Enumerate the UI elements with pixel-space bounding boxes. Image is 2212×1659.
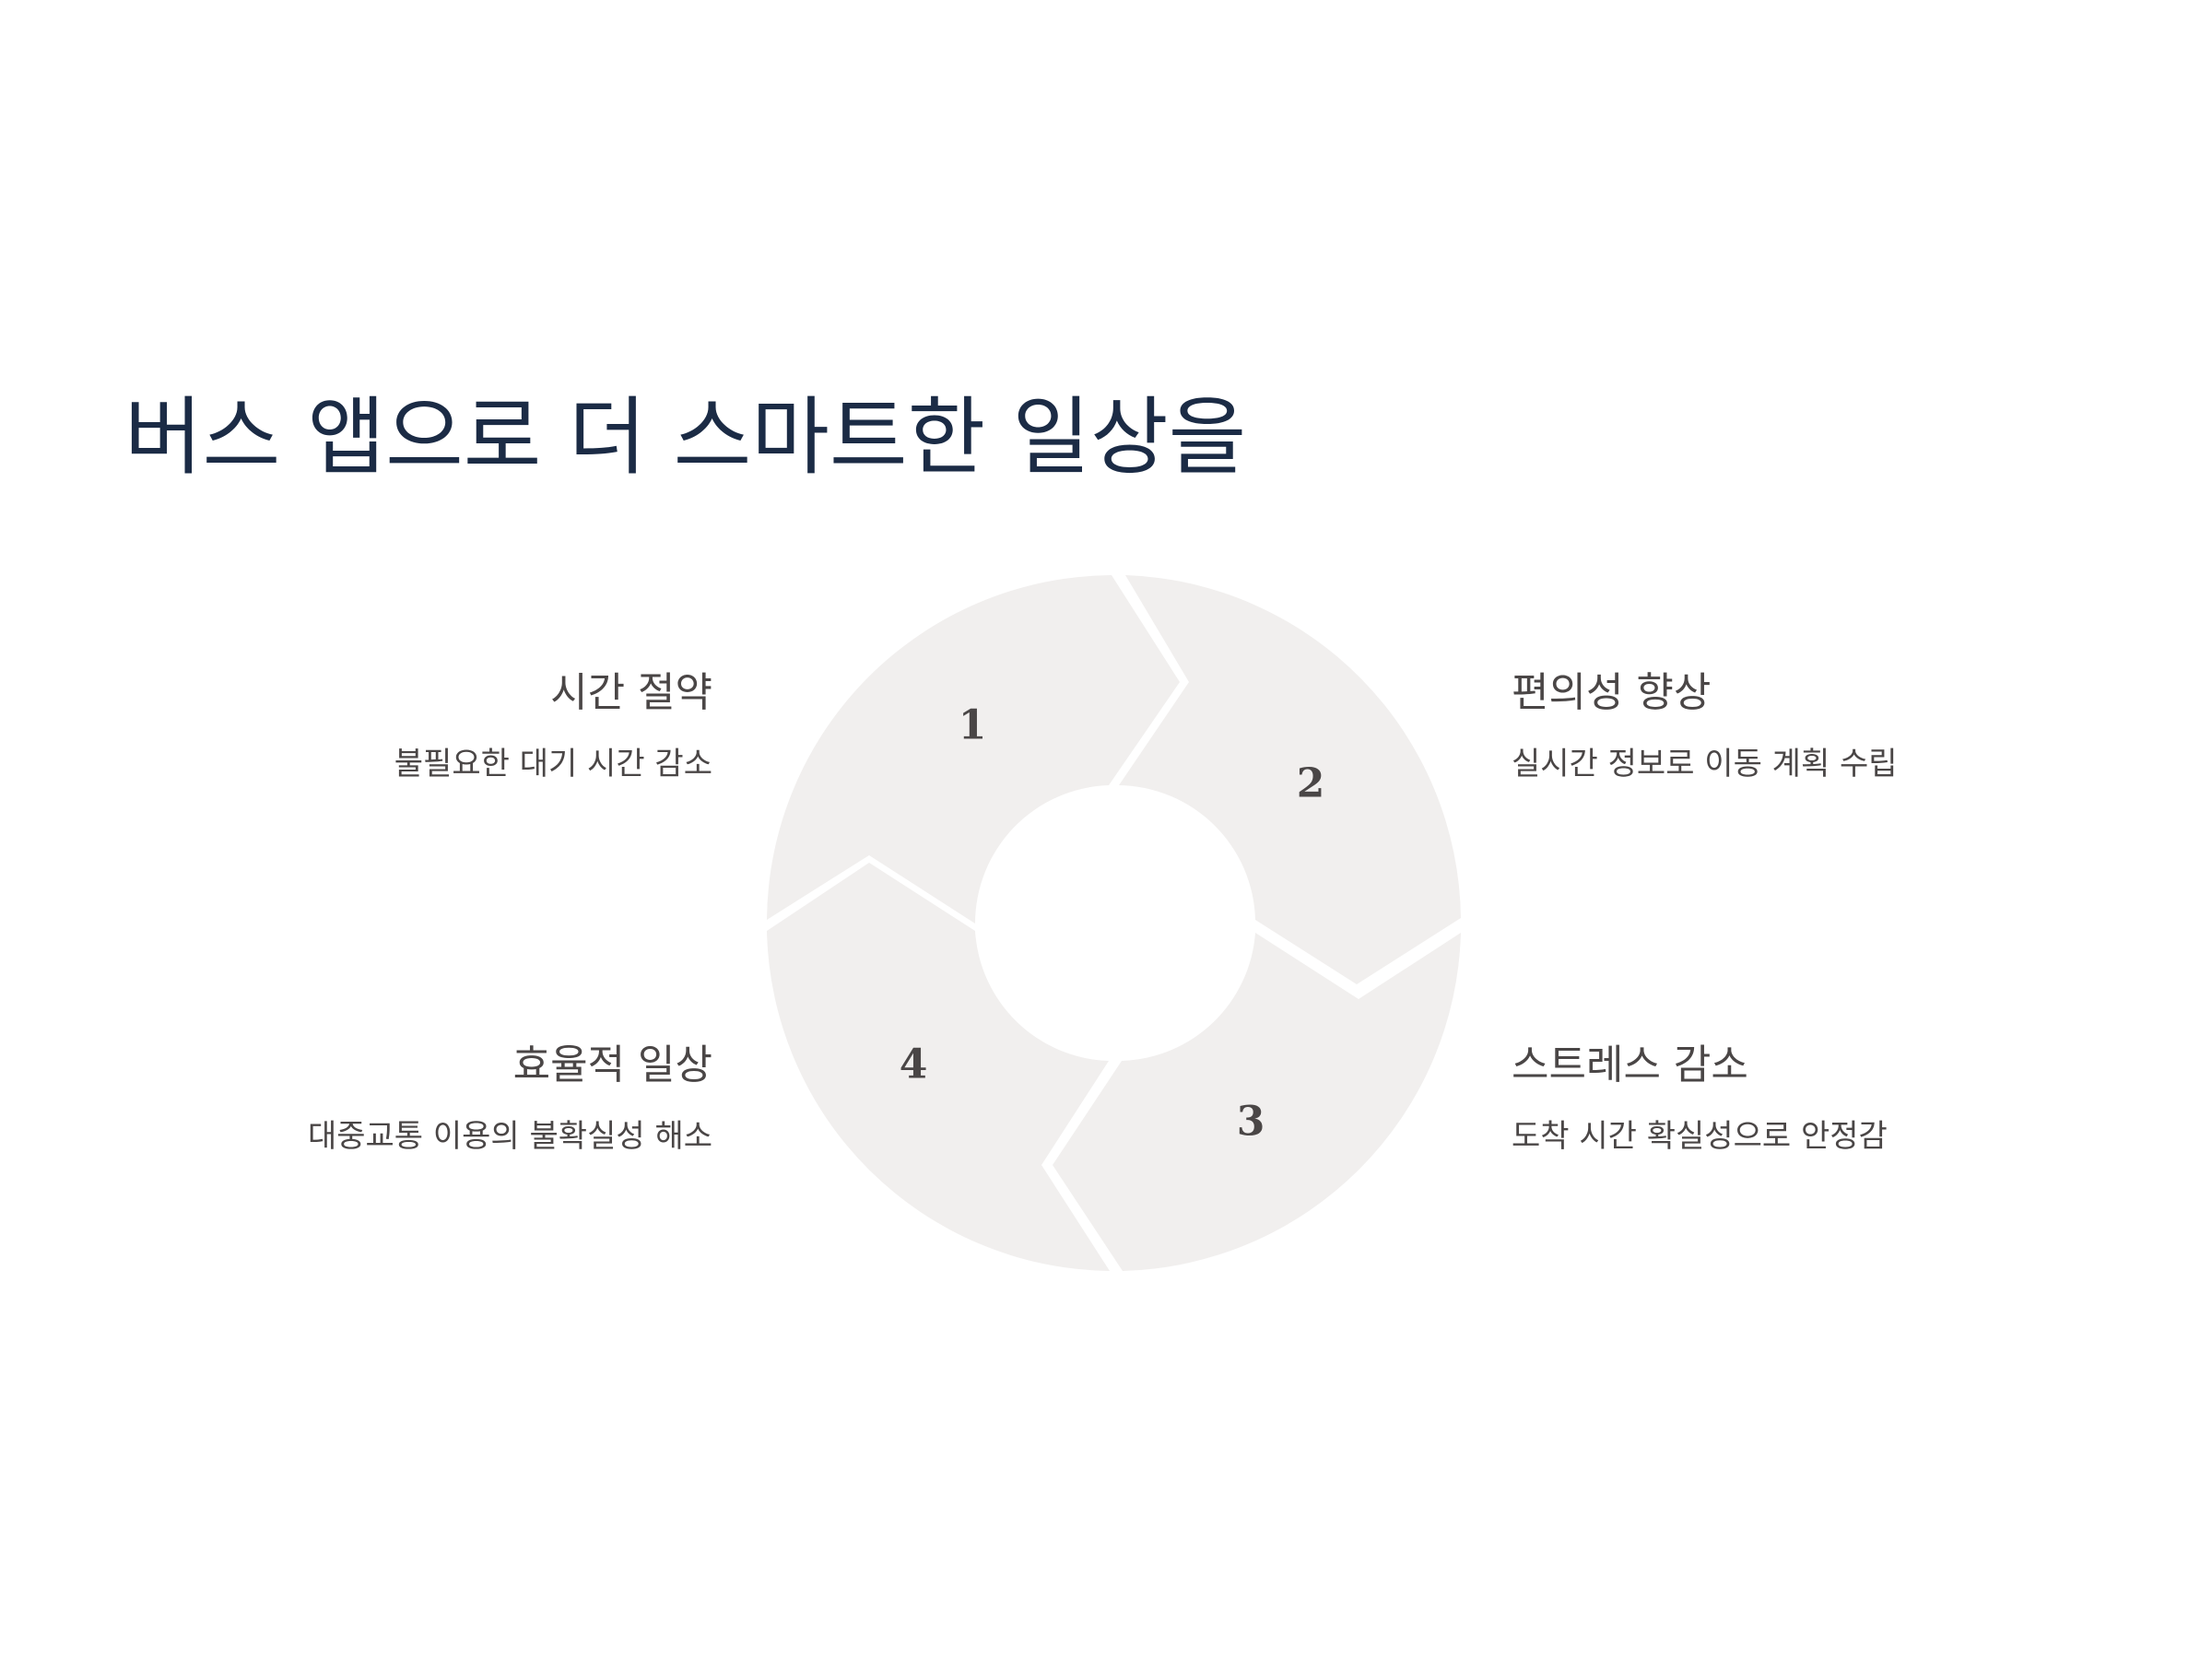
step-number-3: 3: [1237, 1099, 1265, 1146]
cycle-segment-4: [767, 863, 1110, 1271]
step-title-2: 편의성 향상: [1512, 669, 1712, 716]
step-description-3: 도착 시간 확실성으로 안정감: [1512, 1117, 1888, 1155]
step-item-3: 스트레스 감소 도착 시간 확실성으로 안정감: [1512, 1041, 2028, 1156]
step-title-4: 효율적 일상: [512, 1041, 712, 1088]
step-item-4: 효율적 일상 대중교통 이용의 불확실성 해소: [196, 1041, 712, 1156]
step-number-1: 1: [959, 702, 987, 749]
cycle-segment-3: [1053, 933, 1461, 1271]
cycle-segments: [767, 575, 1461, 1271]
step-description-4: 대중교통 이용의 불확실성 해소: [307, 1117, 712, 1155]
cycle-segment-1: [767, 575, 1180, 924]
step-description-2: 실시간 정보로 이동 계획 수립: [1512, 745, 1898, 782]
step-number-2: 2: [1297, 760, 1325, 807]
step-item-2: 편의성 향상 실시간 정보로 이동 계획 수립: [1512, 669, 2028, 783]
page-title: 버스 앱으로 더 스마트한 일상을: [124, 388, 1247, 487]
step-title-3: 스트레스 감소: [1512, 1041, 1748, 1088]
step-number-4: 4: [900, 1041, 928, 1088]
step-title-1: 시간 절약: [550, 669, 712, 716]
cycle-numbers: 1 2 3 4: [900, 702, 1325, 1146]
step-description-1: 불필요한 대기 시간 감소: [394, 745, 712, 782]
step-item-1: 시간 절약 불필요한 대기 시간 감소: [196, 669, 712, 783]
cycle-segment-2: [1119, 575, 1461, 984]
